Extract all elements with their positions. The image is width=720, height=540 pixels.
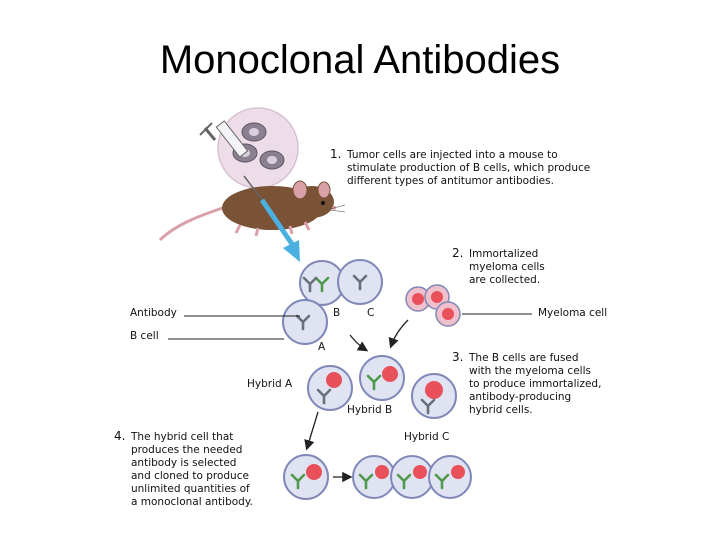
b-cell-cluster [282, 259, 383, 345]
clone-cell [428, 455, 472, 499]
step-4-line-2: produces the needed [131, 444, 242, 456]
step-2-line-1: Immortalized [469, 248, 538, 260]
hybrid-cell-c [411, 373, 457, 419]
step-3-line-5: hybrid cells. [469, 404, 533, 416]
hybrid-cell-b [359, 355, 405, 401]
step-4-line-4: and cloned to produce [131, 470, 249, 482]
step-3-line-3: to produce immortalized, [469, 378, 601, 390]
step-3-line-1: The B cells are fused [468, 352, 579, 364]
b-cell-label: B cell [130, 330, 159, 342]
step-1-line-2: stimulate production of B cells, which p… [347, 162, 590, 174]
step-4-number: 4. [114, 429, 125, 443]
step-1-number: 1. [330, 147, 341, 161]
myeloma-cell-label: Myeloma cell [538, 307, 607, 319]
myeloma-cell-cluster [405, 284, 461, 327]
cell-a-label: A [318, 341, 326, 353]
tumor-cells-bubble [217, 107, 299, 189]
clone-cell [352, 455, 396, 499]
hybrid-b-label: Hybrid B [347, 404, 392, 416]
mouse [158, 180, 346, 242]
injection-arrow [259, 198, 300, 262]
step-3-number: 3. [452, 350, 463, 364]
fusion-arrows [349, 319, 409, 352]
hybrid-a-label: Hybrid A [247, 378, 293, 390]
cell-c-label: C [367, 307, 374, 319]
step-4-line-6: a monoclonal antibody. [131, 496, 253, 508]
step-1-line-1: Tumor cells are injected into a mouse to [346, 149, 558, 161]
step-2-number: 2. [452, 246, 463, 260]
selected-hybrid-cell [283, 454, 329, 500]
step-3-line-4: antibody-producing [469, 391, 571, 403]
cell-b-label: B [333, 307, 340, 319]
step-2-line-2: myeloma cells [469, 261, 545, 273]
step-1-line-3: different types of antitumor antibodies. [347, 175, 554, 187]
step-2-line-3: are collected. [469, 274, 540, 286]
selection-arrow [304, 411, 319, 451]
hybrid-c-label: Hybrid C [404, 431, 449, 443]
step-3-line-2: with the myeloma cells [469, 365, 591, 377]
step-4-line-3: antibody is selected [131, 457, 236, 469]
step-4-line-1: The hybrid cell that [130, 431, 233, 443]
hybrid-cell-a [307, 365, 353, 411]
clone-cell [390, 455, 434, 499]
step-4-line-5: unlimited quantities of [131, 483, 250, 495]
page-title: Monoclonal Antibodies [159, 38, 561, 82]
antibody-label: Antibody [130, 307, 177, 319]
